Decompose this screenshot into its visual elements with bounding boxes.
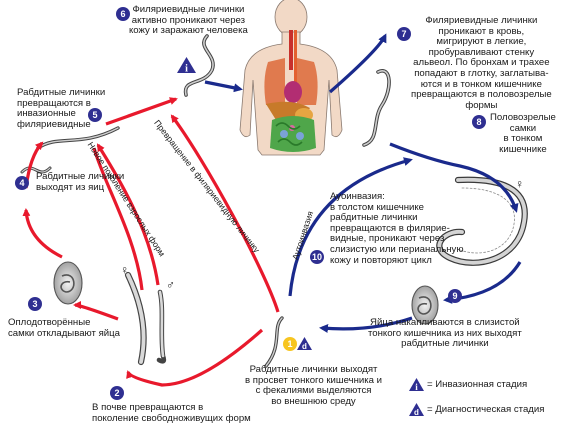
step-5-badge: 5 [88,108,102,122]
legend-infective-icon: i [409,378,424,391]
female-symbol-intestine: ♀ [515,177,524,191]
worms [20,34,528,368]
step-4-badge: 4 [15,176,29,190]
legend-diagnostic-icon: d [409,403,424,416]
svg-text:i: i [185,64,188,74]
svg-text:i: i [415,382,418,391]
legend-diagnostic-label: = Диагностическая стадия [427,404,545,415]
step-9-badge: 9 [448,289,462,303]
step-1-badge: 1 [283,337,297,351]
red-cycle-arrows [22,97,280,387]
female-symbol: ♀ [120,263,129,277]
step-8-badge: 8 [472,115,486,129]
step-3-badge: 3 [28,297,42,311]
human-body-figure [239,0,343,156]
step-6-badge: 6 [116,7,130,21]
step-7-badge: 7 [397,27,411,41]
diagnostic-stage-icon: d [297,337,312,350]
legend-infective-label: = Инвазионная стадия [427,379,528,390]
svg-text:d: d [302,342,307,350]
male-symbol: ♂ [166,278,175,292]
infective-stage-icon: i [177,57,196,73]
step-2-badge: 2 [110,386,124,400]
svg-text:d: d [414,408,419,416]
eggs [53,261,439,325]
step-10-badge: 10 [310,250,324,264]
